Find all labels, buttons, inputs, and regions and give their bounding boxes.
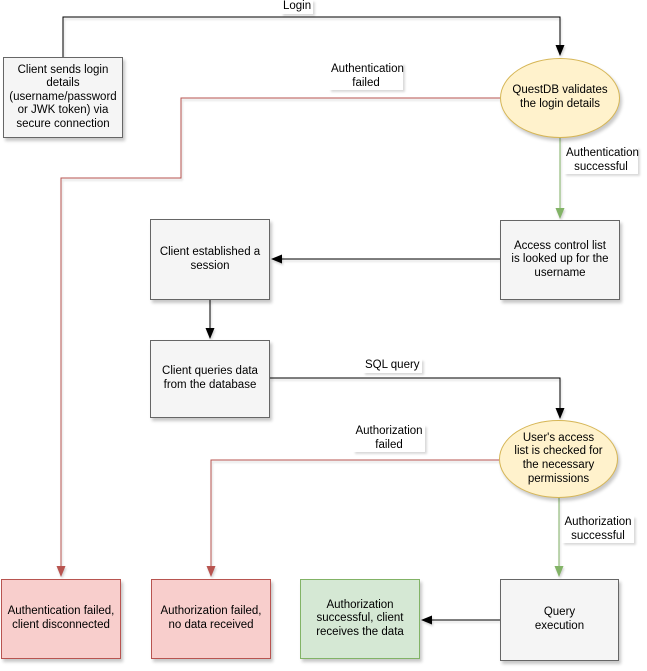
edge-label-authentication-successful: Authentication successful	[564, 147, 639, 175]
edge-label-login: Login	[281, 0, 314, 14]
edge-authorization-failed	[206, 459, 499, 577]
node-client-queries-data: Client queries data from the database	[150, 340, 270, 418]
edge-label-authorization-successful: Authorization successful	[562, 516, 634, 544]
node-authorization-failed-result: Authorization failed, no data received	[151, 579, 271, 659]
node-client-sends-login: Client sends login details (username/pas…	[3, 57, 123, 138]
edge-label-authorization-failed: Authorization failed	[353, 425, 425, 453]
edge-label-authentication-failed: Authentication failed	[329, 63, 404, 91]
edge-login	[62, 16, 565, 57]
node-authorization-success-result: Authorization successful, client receive…	[300, 579, 420, 659]
edge-authentication-failed	[56, 97, 500, 577]
edge-sql-query	[270, 377, 565, 419]
edge-label-sql-query: SQL query	[363, 359, 422, 373]
node-query-execution: Query execution	[500, 579, 619, 661]
node-questdb-validates: QuestDB validates the login details	[500, 58, 620, 138]
node-authentication-failed-result: Authentication failed, client disconnect…	[1, 579, 121, 659]
node-session-established: Client established a session	[150, 219, 270, 300]
node-access-control-lookup: Access control list is looked up for the…	[500, 220, 620, 300]
node-access-list-check: User's access list is checked for the ne…	[499, 420, 618, 498]
